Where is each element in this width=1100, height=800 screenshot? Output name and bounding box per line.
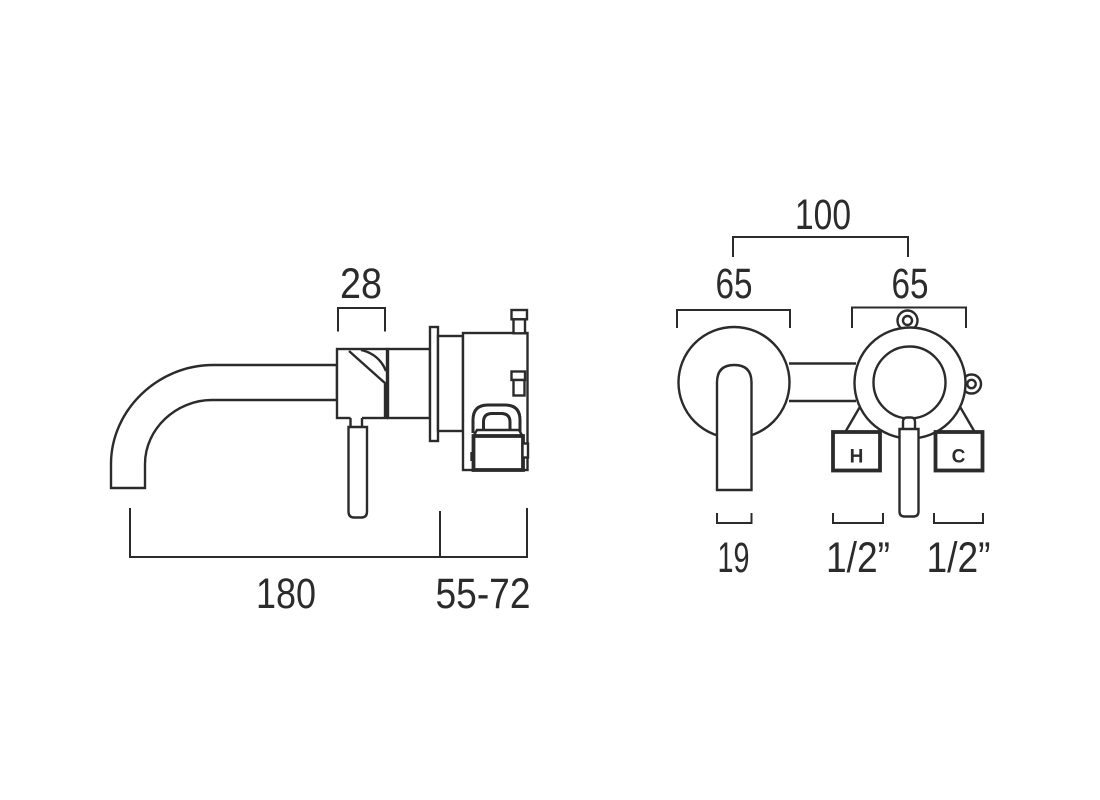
front-top-lug-screw-icon xyxy=(901,314,914,327)
dim-label-55-72: 55-72 xyxy=(436,570,531,618)
dim-label-180: 180 xyxy=(256,570,316,618)
front-view: H C 100 65 65 19 1/2” 1/2” xyxy=(676,191,991,582)
side-view: 28 180 55-72 xyxy=(109,260,531,618)
hot-connection-box xyxy=(831,430,882,473)
side-mid-screw xyxy=(510,370,527,397)
dim-bracket-65-left xyxy=(676,309,791,328)
front-hot-elbow-slant xyxy=(843,404,863,434)
side-step-section xyxy=(436,334,465,433)
side-top-screw-shaft xyxy=(512,318,527,335)
dim-bracket-100 xyxy=(732,236,909,257)
side-spout xyxy=(109,363,339,490)
dim-bracket-65-right xyxy=(851,306,967,328)
dim-label-half-cold: 1/2” xyxy=(927,534,991,582)
cold-connection-box xyxy=(933,430,985,473)
side-handle-neck-fill xyxy=(350,415,362,428)
dim-label-100: 100 xyxy=(795,191,851,239)
side-top-screw xyxy=(510,308,529,335)
side-handle-lever xyxy=(347,425,369,519)
hot-connection-label: H xyxy=(850,447,864,468)
dim-label-65-left: 65 xyxy=(716,260,753,308)
cold-connection-label: C xyxy=(952,447,966,468)
dim-label-half-hot: 1/2” xyxy=(826,534,890,582)
dim-bracket-half-cold xyxy=(933,513,984,524)
dim-bracket-28 xyxy=(337,307,386,332)
side-body-fillet-curve xyxy=(360,348,388,372)
side-clip-loop-outer xyxy=(471,403,522,433)
dim-bracket-half-hot xyxy=(832,513,884,524)
side-mid-section xyxy=(386,347,432,420)
side-top-screw-head xyxy=(510,308,529,321)
dim-label-65-right: 65 xyxy=(892,260,929,308)
front-right-lug-screw-icon xyxy=(966,378,977,390)
side-body-diagonal-line xyxy=(348,350,387,385)
side-clip-loop-inner xyxy=(482,412,512,433)
dim-line-bottom xyxy=(129,508,528,558)
dim-label-28: 28 xyxy=(340,260,382,308)
side-mid-screw-shaft xyxy=(512,378,526,397)
front-cold-elbow-slant xyxy=(957,404,977,434)
side-wall-plate xyxy=(428,325,440,443)
side-mid-screw-head xyxy=(510,370,527,382)
front-handle-lever xyxy=(898,427,920,518)
front-spout-tube xyxy=(715,363,753,492)
side-outlet-side-tab xyxy=(521,442,530,459)
front-valve-body-inner xyxy=(872,345,947,420)
side-outlet-block xyxy=(471,434,525,472)
front-handle-neck xyxy=(901,416,917,432)
dim-label-19: 19 xyxy=(718,534,750,582)
dim-bracket-19 xyxy=(716,513,753,524)
